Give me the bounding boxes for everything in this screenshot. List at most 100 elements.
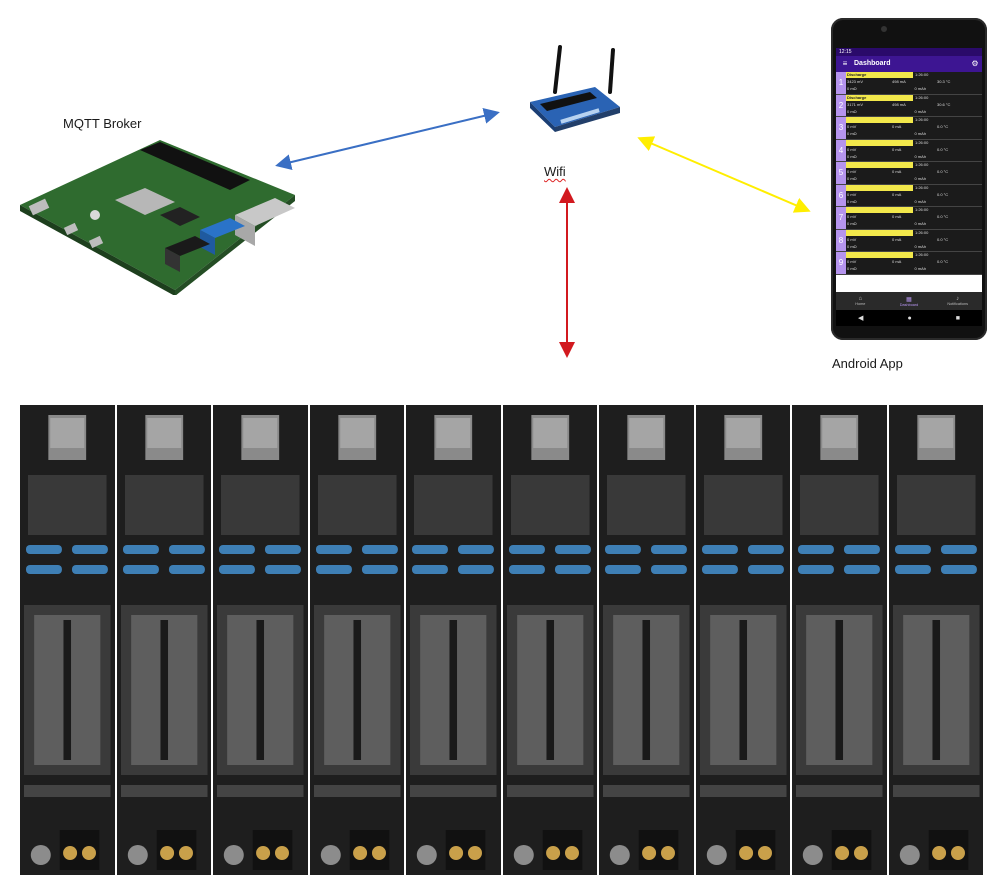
pcb-board: [888, 405, 983, 875]
app-title: Dashboard: [854, 60, 891, 67]
pcb-board: [213, 405, 308, 875]
slot-number: 1: [836, 72, 846, 94]
slot-state: [846, 139, 913, 146]
slot-temp: 0.0 °C: [937, 169, 949, 174]
pcb-board-art: [695, 405, 790, 875]
slot-time: 1:26:00: [915, 252, 929, 257]
nav-dashboard[interactable]: ▦Dashboard: [885, 292, 934, 310]
recents-icon[interactable]: ■: [955, 314, 960, 322]
pcb-board: [20, 405, 115, 875]
app-bar: ≡ Dashboard ⚙: [836, 56, 982, 72]
camera-icon: [881, 26, 887, 32]
wifi-label: Wifi: [544, 164, 566, 179]
slot-number: 7: [836, 207, 846, 229]
slot-temp: 0.0 °C: [937, 236, 949, 242]
slot-time: 1:26:00: [915, 139, 929, 145]
slot-time: 1:26:00: [915, 184, 929, 190]
pcb-board-art: [406, 405, 501, 875]
slot-current: 498 mA: [892, 79, 906, 84]
slot-number: 6: [836, 184, 846, 206]
slot-capacity: 0 mAh: [914, 221, 927, 226]
system-nav: ◀ ● ■: [836, 310, 982, 326]
slot-capacity: 0 mAh: [914, 243, 927, 249]
pcb-board: [599, 405, 694, 875]
mqtt-broker-label: MQTT Broker: [63, 116, 142, 131]
slot-current: 0 mA: [892, 146, 902, 152]
slot-temp: 30.6 °C: [937, 101, 951, 107]
pcb-board-art: [309, 405, 404, 875]
slot-capacity: 0 mAh: [914, 153, 927, 159]
slot-temp: 0.0 °C: [937, 214, 949, 219]
slot-temp: 0.0 °C: [937, 146, 949, 152]
slot-resistance: 0 mΩ: [847, 131, 857, 136]
slot-state: [846, 184, 913, 191]
nav-home-label: Home: [855, 302, 866, 306]
nav-home[interactable]: ⌂Home: [836, 292, 885, 310]
slot-voltage: 0 mV: [847, 259, 857, 264]
slot-number: 2: [836, 94, 846, 116]
pcb-board-art: [599, 405, 694, 875]
gear-icon[interactable]: ⚙: [971, 59, 979, 68]
arrow-wifi-phone: [637, 136, 811, 213]
slot-resistance: 0 mΩ: [847, 153, 857, 159]
slot-current: 0 mA: [892, 191, 902, 197]
pcb-board-art: [502, 405, 597, 875]
status-bar: 12:15: [836, 48, 982, 56]
slot-state: [846, 229, 913, 236]
nav-notifications[interactable]: ♪Notifications: [933, 292, 982, 310]
slot-resistance: 0 mΩ: [847, 198, 857, 204]
slot-resistance: 0 mΩ: [847, 243, 857, 249]
wifi-router-icon: [530, 45, 620, 132]
bottom-nav: ⌂Home ▦Dashboard ♪Notifications: [836, 292, 982, 310]
connection-arrows: [275, 108, 811, 358]
slot-state: [846, 162, 913, 168]
slot-temp: 0.0 °C: [937, 259, 949, 264]
pcb-board: [309, 405, 404, 875]
home-button-icon[interactable]: ●: [907, 314, 912, 322]
slot-resistance: 0 mΩ: [847, 86, 857, 91]
pcb-board: [116, 405, 211, 875]
slot-voltage: 0 mV: [847, 214, 857, 219]
slot-current: 0 mA: [892, 124, 902, 129]
slot-voltage: 0 mV: [847, 236, 857, 242]
slot-voltage: 3171 mV: [847, 101, 864, 107]
nav-notifications-label: Notifications: [947, 302, 969, 306]
dashboard-icon: ▦: [906, 296, 912, 303]
slot-current: 0 mA: [892, 259, 902, 264]
slot-state: [846, 207, 913, 213]
arrow-broker-wifi: [275, 108, 500, 170]
slot-state: [846, 252, 913, 258]
menu-icon[interactable]: ≡: [842, 59, 848, 68]
slot-time: 1:26:00: [915, 162, 929, 167]
pcb-board: [406, 405, 501, 875]
slot-capacity: 0 mAh: [914, 176, 927, 181]
slot-resistance: 0 mΩ: [847, 266, 857, 271]
slot-resistance: 0 mΩ: [847, 176, 857, 181]
back-icon[interactable]: ◀: [858, 315, 864, 322]
pcb-board-art: [20, 405, 115, 875]
slot-time: 1:26:00: [915, 229, 929, 235]
pcb-board-art: [116, 405, 211, 875]
raspberry-pi-board: [20, 140, 295, 295]
slot-current: 498 mA: [892, 101, 906, 107]
slot-voltage: 0 mV: [847, 124, 857, 129]
slot-time: 1:26:00: [915, 72, 929, 77]
slot-state: Discharge: [846, 94, 913, 101]
